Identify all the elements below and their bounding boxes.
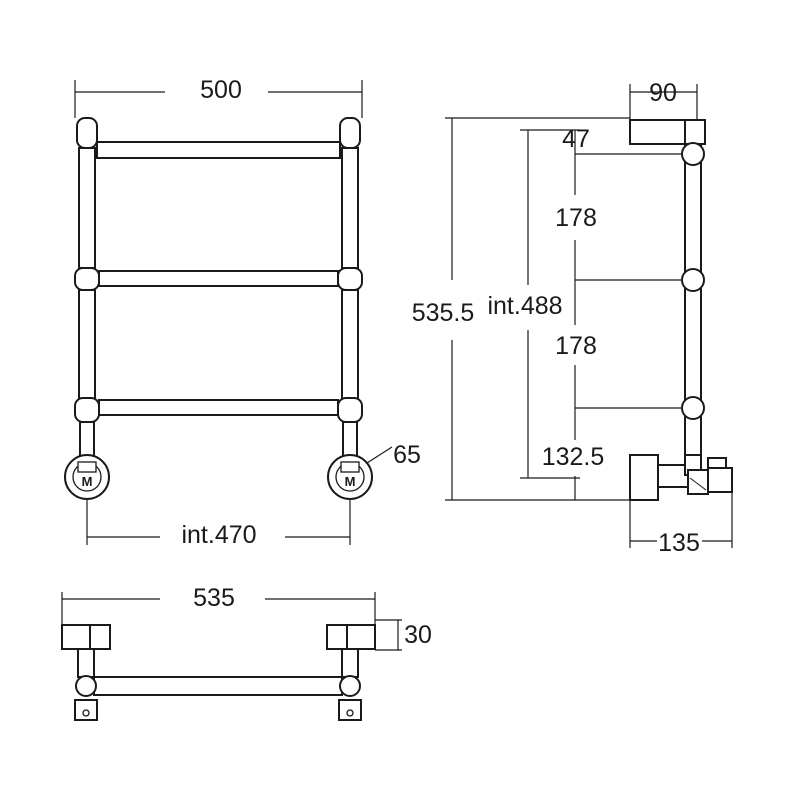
side-wall-distance-dimension: 135 [629,492,733,557]
side-height-dimension: 535.5 [412,117,630,501]
side-interaxis-label: int.488 [487,292,562,320]
top-view-tubes [74,648,362,721]
valve-dimension: 65 [366,441,421,469]
front-view: 500 [64,76,421,549]
side-top-label: 47 [562,125,590,153]
top-wall-bracket [629,119,706,145]
top-bracket-dimension: 30 [375,619,432,651]
front-interaxis-label: int.470 [181,521,256,549]
side-upright [681,142,705,461]
right-valve-mark: M [345,474,356,489]
side-depth-label: 90 [649,79,677,107]
side-interaxis-dimension: int.488 [487,129,580,479]
front-interaxis-dimension: int.470 [86,500,351,549]
top-view-brackets [61,624,376,650]
front-bars [96,141,341,416]
top-width-label: 535 [193,584,235,612]
right-valve: M [327,454,373,500]
left-upright [74,117,100,461]
front-width-label: 500 [200,76,242,104]
side-view: 90 [412,79,733,557]
side-bottom-label: 132.5 [542,443,605,471]
side-spacing-lower-label: 178 [555,332,597,360]
valve-label: 65 [393,441,421,469]
right-upright [337,117,363,461]
left-valve-mark: M [82,474,93,489]
side-spacing-chain: 47 178 178 132.5 [542,125,605,500]
front-width-dimension: 500 [74,76,363,118]
side-wall-distance-label: 135 [658,529,700,557]
top-bracket-label: 30 [404,621,432,649]
side-spacing-upper-label: 178 [555,204,597,232]
left-valve: M [64,454,110,500]
top-width-dimension: 535 [61,584,376,625]
side-depth-dimension: 90 [629,79,698,120]
top-view: 535 30 [61,584,432,721]
bottom-valve-assembly [629,454,733,501]
side-height-label: 535.5 [412,299,475,327]
side-bar-levels [575,153,682,409]
